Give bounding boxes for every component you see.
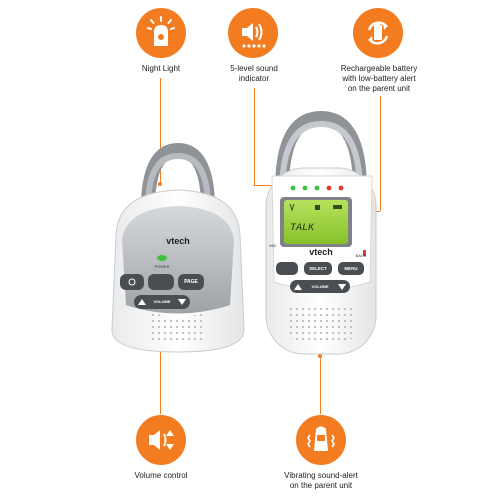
parent-back-label: BACK — [355, 253, 367, 258]
vibrating-badge — [296, 415, 346, 465]
baby-talk-button — [148, 274, 174, 290]
battery-leader-end — [341, 209, 345, 213]
sound-indicator-label: 5-level sound indicator — [230, 64, 278, 83]
speaker-volume-icon — [149, 430, 174, 450]
battery-leader-v — [380, 96, 381, 211]
parent-mic-label: MIC — [269, 243, 277, 248]
night-light-leader-end — [158, 182, 162, 186]
night-light-badge — [136, 8, 186, 58]
sound-leader-end — [284, 183, 288, 187]
baby-power-label: POWER — [154, 264, 170, 269]
night-light-leader — [160, 78, 161, 184]
baby-page-label: PAGE — [184, 279, 198, 285]
baby-volume-label: VOLUME — [153, 299, 171, 304]
baby-light-button — [120, 274, 144, 290]
sound-led-bar — [290, 185, 344, 191]
volume-control-badge — [136, 415, 186, 465]
vibrating-leader — [320, 356, 321, 414]
parent-power-button — [276, 262, 298, 275]
battery-label: Rechargeable battery with low-battery al… — [340, 64, 418, 93]
baby-power-led — [157, 255, 167, 261]
parent-menu-label: MENU — [344, 266, 358, 271]
volume-control-label: Volume control — [134, 471, 188, 480]
vibrating-label: Vibrating sound-alert on the parent unit — [284, 471, 358, 490]
parent-unit — [265, 110, 377, 355]
baby-unit — [111, 142, 245, 353]
parent-lcd — [280, 197, 352, 247]
rechargeable-battery-icon — [367, 21, 389, 45]
volume-leader — [160, 306, 161, 414]
parent-select-label: SELECT — [309, 266, 327, 271]
speaker-level-icon — [242, 23, 266, 48]
battery-badge — [353, 8, 403, 58]
sound-indicator-badge — [228, 8, 278, 58]
sound-leader-h — [254, 185, 286, 186]
night-light-label: Night Light — [141, 64, 181, 73]
parent-display-text: TALK — [290, 223, 315, 234]
volume-leader-end — [158, 304, 162, 308]
parent-brand: vtech — [309, 247, 333, 257]
night-light-icon — [147, 16, 175, 46]
battery-leader-h — [343, 211, 380, 212]
vibrating-leader-end — [318, 354, 322, 358]
vibrating-unit-icon — [307, 426, 335, 451]
parent-volume-label: VOLUME — [311, 284, 329, 289]
sound-leader-v — [254, 88, 255, 185]
baby-brand: vtech — [166, 236, 190, 246]
